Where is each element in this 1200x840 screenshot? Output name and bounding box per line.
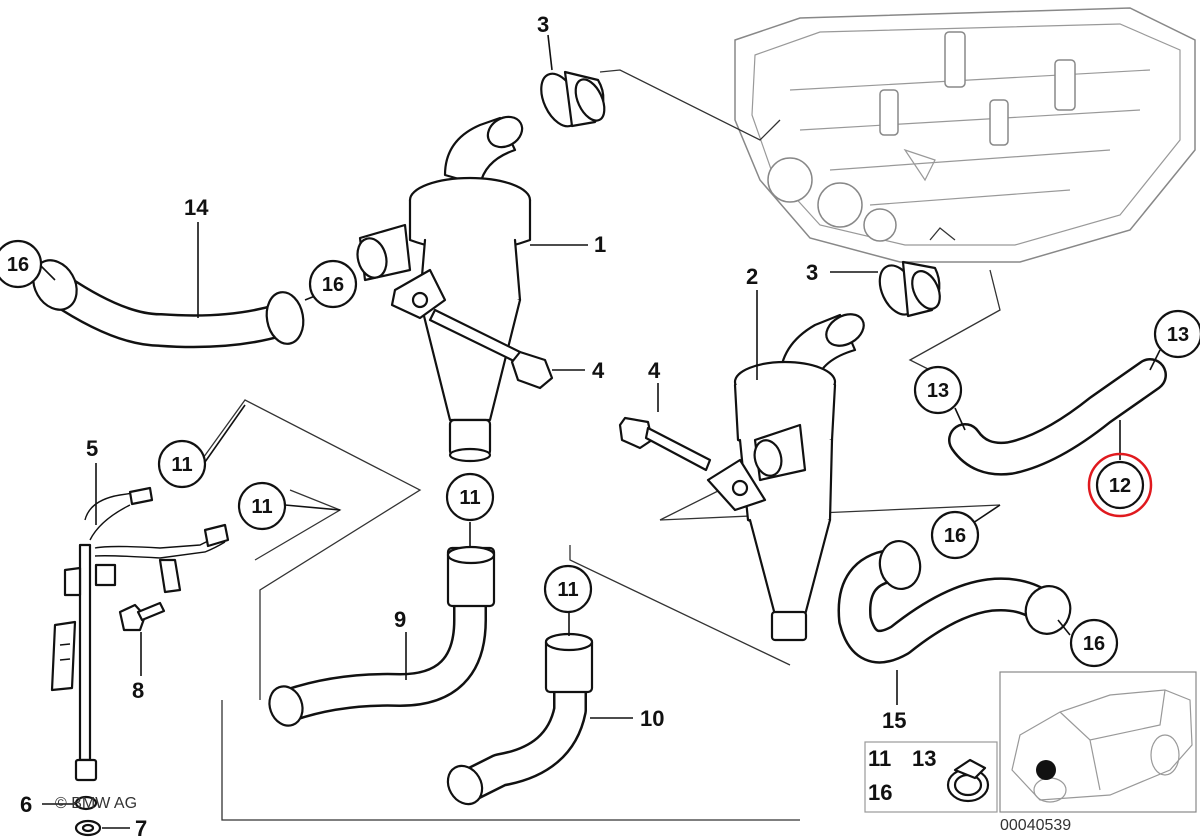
label-part-3-top: 3 <box>537 12 549 37</box>
vehicle-location-thumbnail <box>999 671 1197 813</box>
callout-16-mid: 16 <box>308 259 358 309</box>
intake-manifold-drawing <box>734 7 1196 263</box>
callout-16-lower-right: 16 <box>1069 618 1119 668</box>
svg-text:11: 11 <box>557 579 578 601</box>
hose-part-15[interactable] <box>837 538 1077 664</box>
svg-text:13: 13 <box>927 380 949 402</box>
callout-12-highlighted[interactable]: 12 <box>1087 452 1153 518</box>
label-part-2: 2 <box>746 264 758 289</box>
diagram-number: 00040539 <box>1000 817 1071 834</box>
callout-13-right: 13 <box>1153 309 1200 359</box>
label-part-8: 8 <box>132 678 144 703</box>
hose-part-12[interactable] <box>948 358 1167 476</box>
label-part-3-right: 3 <box>806 260 818 285</box>
label-part-10: 10 <box>640 706 664 731</box>
callout-13-left: 13 <box>913 365 963 415</box>
legend-13: 13 <box>912 746 936 771</box>
svg-text:13: 13 <box>1167 324 1189 346</box>
bolt-part-8[interactable] <box>118 601 166 632</box>
svg-text:16: 16 <box>944 525 966 547</box>
washer-part-7[interactable] <box>74 819 102 837</box>
label-part-14: 14 <box>184 195 209 220</box>
label-part-9: 9 <box>394 607 406 632</box>
grommet-part-3-right[interactable] <box>873 260 946 321</box>
callout-16-upper-right: 16 <box>930 510 980 560</box>
label-part-1: 1 <box>594 232 606 257</box>
svg-text:16: 16 <box>322 274 344 296</box>
label-part-4-lower: 4 <box>648 358 661 383</box>
location-marker-dot <box>1036 760 1056 780</box>
clamp-legend-box: 11 13 16 <box>864 741 998 813</box>
label-part-15: 15 <box>882 708 906 733</box>
label-part-5: 5 <box>86 436 98 461</box>
grommet-part-3-top[interactable] <box>534 68 611 132</box>
legend-16: 16 <box>868 780 892 805</box>
bolt-part-4-lower[interactable] <box>618 416 712 472</box>
svg-text:11: 11 <box>251 496 272 518</box>
copyright-text: © BMW AG <box>55 795 137 812</box>
label-part-4-upper: 4 <box>592 358 605 383</box>
svg-text:11: 11 <box>459 487 480 509</box>
callout-11-c: 11 <box>445 472 495 522</box>
bolt-part-4-upper[interactable] <box>428 308 554 390</box>
svg-text:11: 11 <box>171 454 192 476</box>
hose-clamp-icon <box>946 758 990 803</box>
callout-11-b: 11 <box>237 481 287 531</box>
hose-part-9[interactable] <box>264 545 496 730</box>
svg-text:12: 12 <box>1109 475 1131 497</box>
callout-11-a: 11 <box>157 439 207 489</box>
dipstick-tube-part-5[interactable] <box>50 486 230 782</box>
label-part-7: 7 <box>135 816 147 840</box>
callout-16-left: 16 <box>0 239 43 289</box>
label-part-6: 6 <box>20 792 32 817</box>
oil-separator-part-2[interactable] <box>706 308 869 642</box>
legend-11: 11 <box>868 746 891 771</box>
hose-part-14[interactable] <box>25 252 308 349</box>
svg-text:16: 16 <box>1083 633 1105 655</box>
callout-11-d: 11 <box>543 564 593 614</box>
oil-separator-part-1[interactable] <box>353 111 532 463</box>
svg-text:16: 16 <box>7 254 29 276</box>
o-ring-part-6[interactable] <box>74 795 98 811</box>
